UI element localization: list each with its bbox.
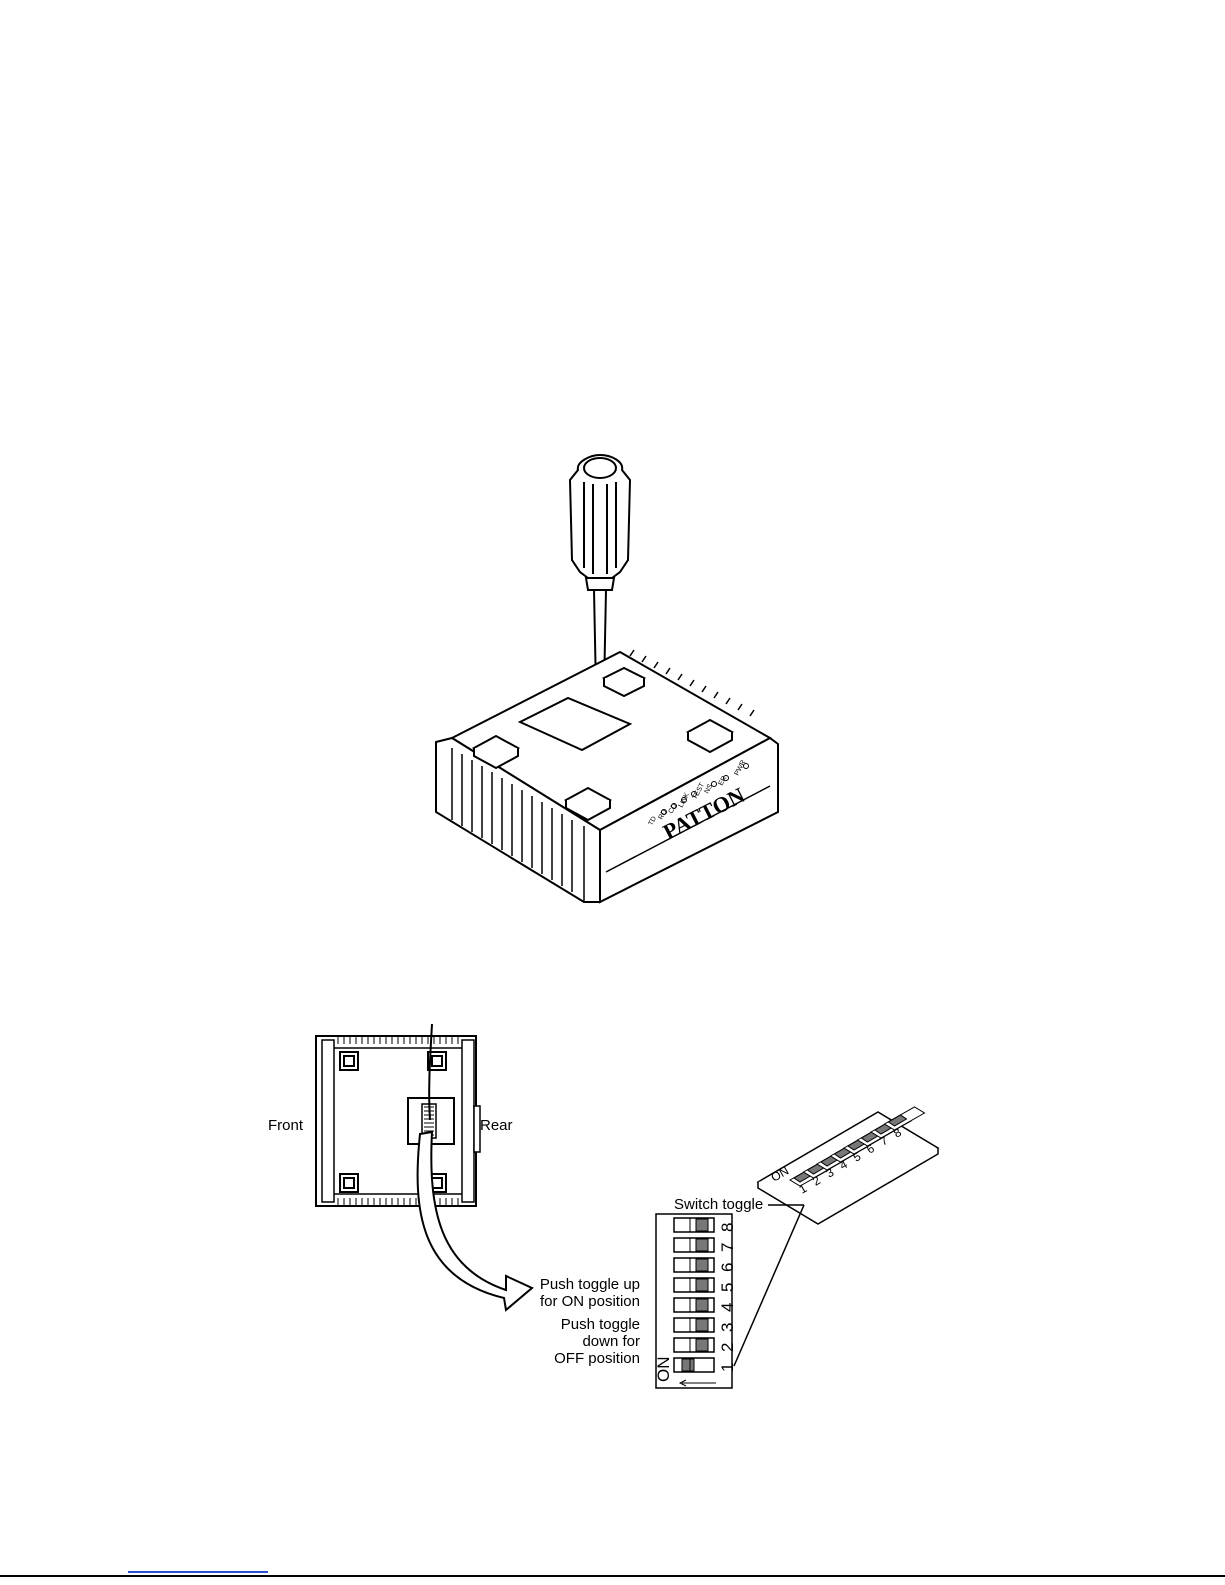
rear-label: Rear [480,1117,513,1135]
footer-rule [0,1575,1225,1577]
dip-flat-number-5: 5 [718,1283,737,1292]
curved-arrow [418,1132,532,1310]
push-down-label-line3: OFF position [520,1350,640,1368]
front-label: Front [268,1117,303,1135]
dip-flat-number-2: 2 [718,1343,737,1352]
switch-toggle-leader-lines [734,1205,804,1366]
modem-device-illustration [436,650,778,902]
dip-flat-number-3: 3 [718,1323,737,1332]
dip-switch-8[interactable] [674,1218,714,1232]
dip-switch-1[interactable] [674,1358,714,1372]
dip-flat-number-7: 7 [718,1243,737,1252]
switch-toggle-label: Switch toggle [674,1196,763,1214]
dip-flat-number-8: 8 [718,1223,737,1232]
dip-switch-6[interactable] [674,1258,714,1272]
dip-switch-2[interactable] [674,1338,714,1352]
dip-switch-3[interactable] [674,1318,714,1332]
dip-flat-number-4: 4 [718,1303,737,1312]
footer-link-underline [128,1571,268,1573]
device-top-view [316,1036,480,1206]
dip-switch-7[interactable] [674,1238,714,1252]
push-down-label-line1: Push toggle [520,1316,640,1334]
push-down-label-line2: down for [520,1333,640,1351]
push-up-label-line1: Push toggle up [520,1276,640,1294]
dip-switch-5[interactable] [674,1278,714,1292]
dip-flat-on-label: ON [654,1357,673,1383]
dip-switch-4[interactable] [674,1298,714,1312]
iso-dip-switch-8 [885,1107,925,1130]
dip-flat-number-6: 6 [718,1263,737,1272]
push-up-label-line2: for ON position [520,1293,640,1311]
dip-flat-number-1: 1 [718,1363,737,1372]
